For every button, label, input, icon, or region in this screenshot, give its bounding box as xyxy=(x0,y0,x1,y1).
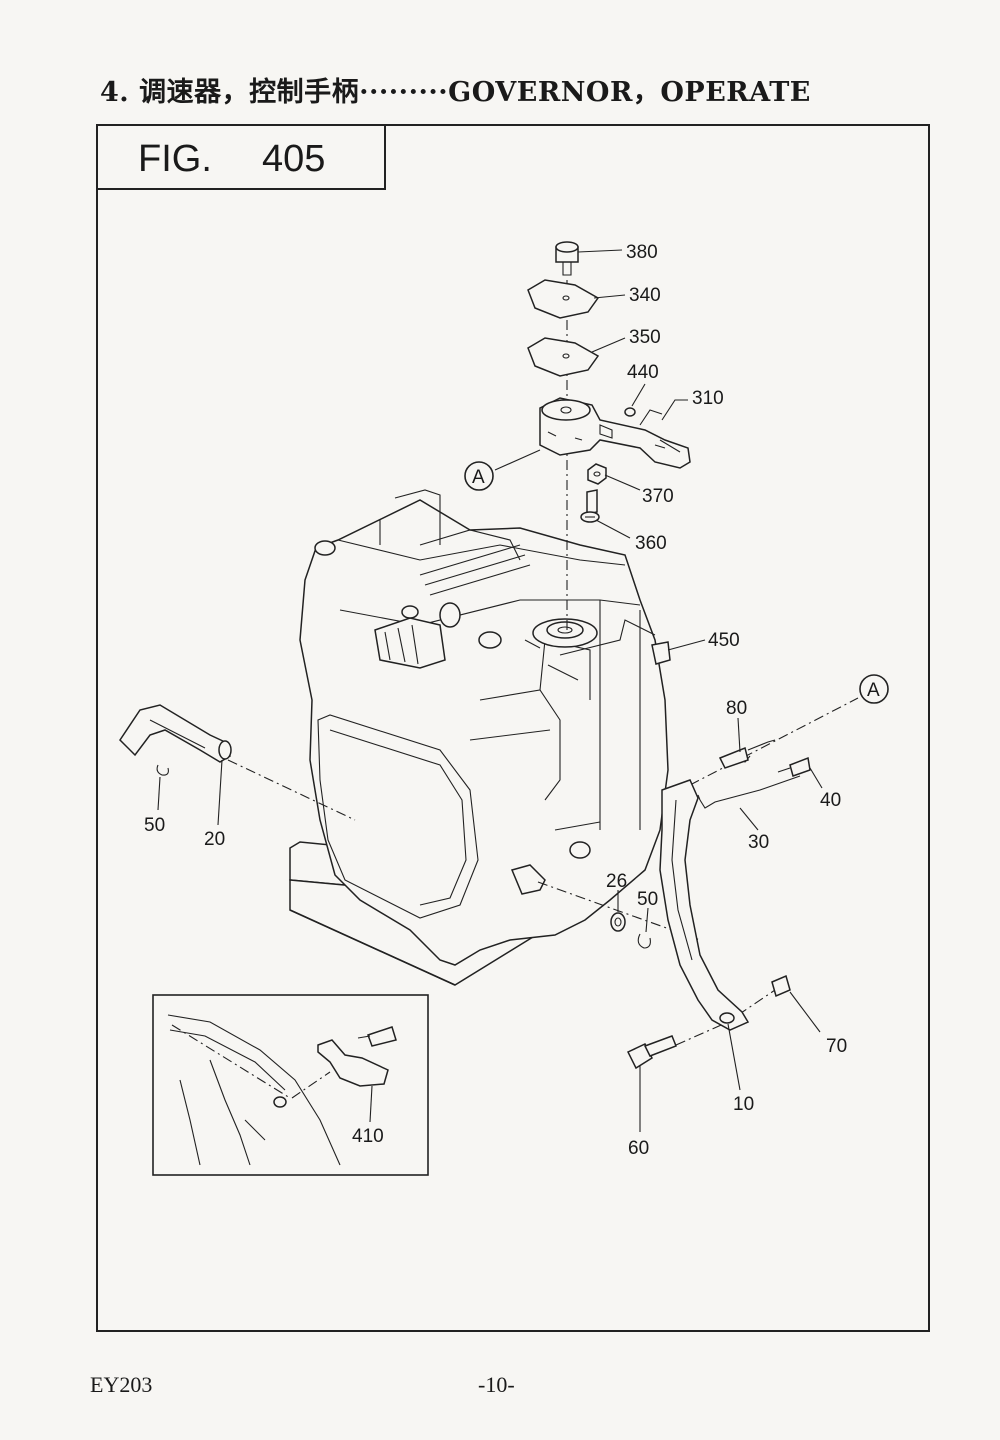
part-340-plate xyxy=(527,279,600,319)
callout-10: 10 xyxy=(733,1094,754,1115)
callout-80: 80 xyxy=(726,698,747,719)
callout-450: 450 xyxy=(708,630,740,651)
figure-label-box xyxy=(96,124,386,190)
callout-50-left: 50 xyxy=(144,815,165,836)
callout-70: 70 xyxy=(826,1036,847,1057)
section-heading: 4. 调速器，控制手柄·········GOVERNOR，OPERATE xyxy=(100,77,811,108)
callout-340: 340 xyxy=(629,285,661,306)
ref-circle-a-upper xyxy=(464,461,494,491)
callout-410: 410 xyxy=(352,1126,384,1147)
part-440-screw xyxy=(624,407,636,417)
part-450-cap xyxy=(651,641,671,665)
part-370-nut xyxy=(587,463,607,485)
callout-ref-a-lower: A xyxy=(867,680,880,701)
callout-50-right: 50 xyxy=(637,889,658,910)
part-380-bolt xyxy=(555,241,579,276)
part-30-link-rod xyxy=(697,775,801,809)
figure-number: 405 xyxy=(262,138,326,180)
callout-60: 60 xyxy=(628,1138,649,1159)
part-10-speed-lever xyxy=(659,779,750,1031)
inset-detail xyxy=(152,994,429,1176)
footer-model: EY203 xyxy=(90,1372,153,1397)
callout-380: 380 xyxy=(626,242,658,263)
part-80-spring xyxy=(718,739,776,769)
part-350-plate xyxy=(527,337,600,377)
figure-label: FIG. xyxy=(138,138,212,180)
leader-lines xyxy=(157,249,823,1132)
callout-310: 310 xyxy=(692,388,724,409)
callout-30: 30 xyxy=(748,832,769,853)
part-360-bolt xyxy=(580,489,600,523)
footer-page-number: -10- xyxy=(478,1372,515,1397)
ref-circle-a-lower xyxy=(859,674,889,704)
part-60-bolt xyxy=(626,1035,677,1070)
callout-440: 440 xyxy=(627,362,659,383)
part-50a-clip xyxy=(156,764,169,776)
callout-370: 370 xyxy=(642,486,674,507)
callout-26: 26 xyxy=(606,871,627,892)
callout-350: 350 xyxy=(629,327,661,348)
engine-block xyxy=(289,489,669,986)
callout-360: 360 xyxy=(635,533,667,554)
part-26-washer xyxy=(610,912,626,932)
figure-frame xyxy=(96,124,930,1332)
part-50b-clip xyxy=(637,933,651,949)
part-40-spring xyxy=(777,756,811,777)
callout-ref-a-upper: A xyxy=(472,467,485,488)
callout-40: 40 xyxy=(820,790,841,811)
part-20-control-lever xyxy=(119,704,232,763)
callout-20: 20 xyxy=(204,829,225,850)
part-70-bushing xyxy=(771,974,791,998)
part-310-governor-lever xyxy=(539,397,691,469)
